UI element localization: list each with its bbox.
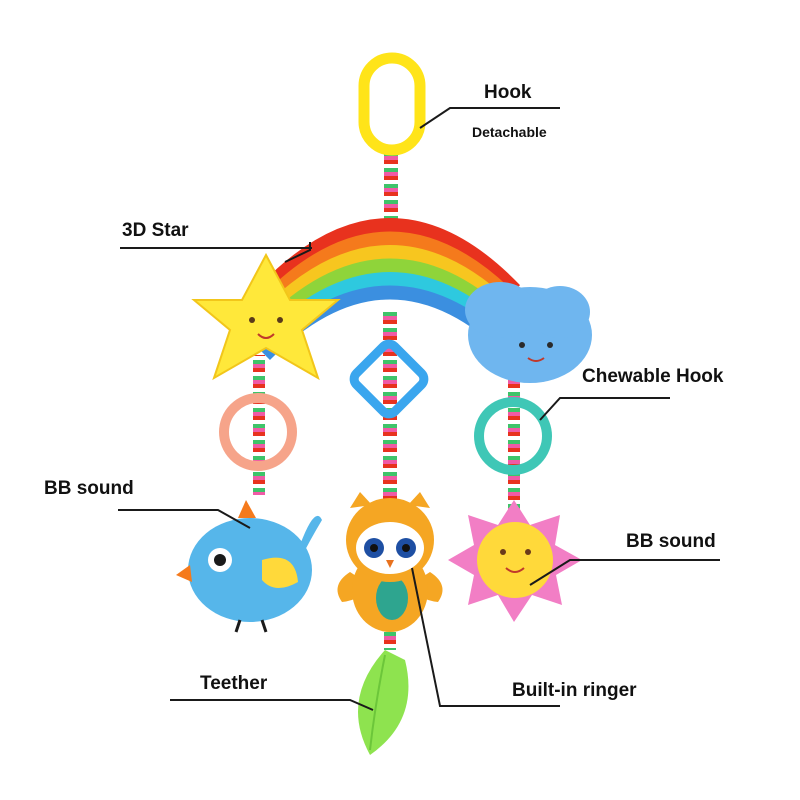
- callout-hook-detachable: Detachable: [472, 124, 547, 140]
- callout-lines: [118, 107, 720, 711]
- callout-3d-star: 3D Star: [122, 220, 189, 241]
- left-strap: [253, 355, 265, 495]
- cloud-plush: [465, 282, 592, 383]
- right-strap: [508, 370, 520, 510]
- center-strap: [383, 310, 397, 500]
- sun-plush: [448, 500, 582, 622]
- ring-left: [219, 393, 297, 471]
- callout-hook: Hook: [484, 82, 532, 103]
- owl-plush: [337, 492, 443, 632]
- bird-plush: [176, 500, 322, 633]
- diamond-clip: [349, 339, 429, 419]
- callout-bb-sound-right: BB sound: [626, 531, 716, 552]
- hook: [358, 52, 426, 156]
- top-strap: [384, 150, 398, 230]
- callout-built-in-ringer: Built-in ringer: [512, 680, 637, 701]
- callout-teether: Teether: [200, 673, 268, 694]
- leaf-teether: [358, 650, 409, 755]
- callout-chewable-hook: Chewable Hook: [582, 366, 724, 387]
- star-plush: [191, 252, 341, 381]
- ring-right: [474, 397, 552, 475]
- callout-bb-sound-left: BB sound: [44, 478, 134, 499]
